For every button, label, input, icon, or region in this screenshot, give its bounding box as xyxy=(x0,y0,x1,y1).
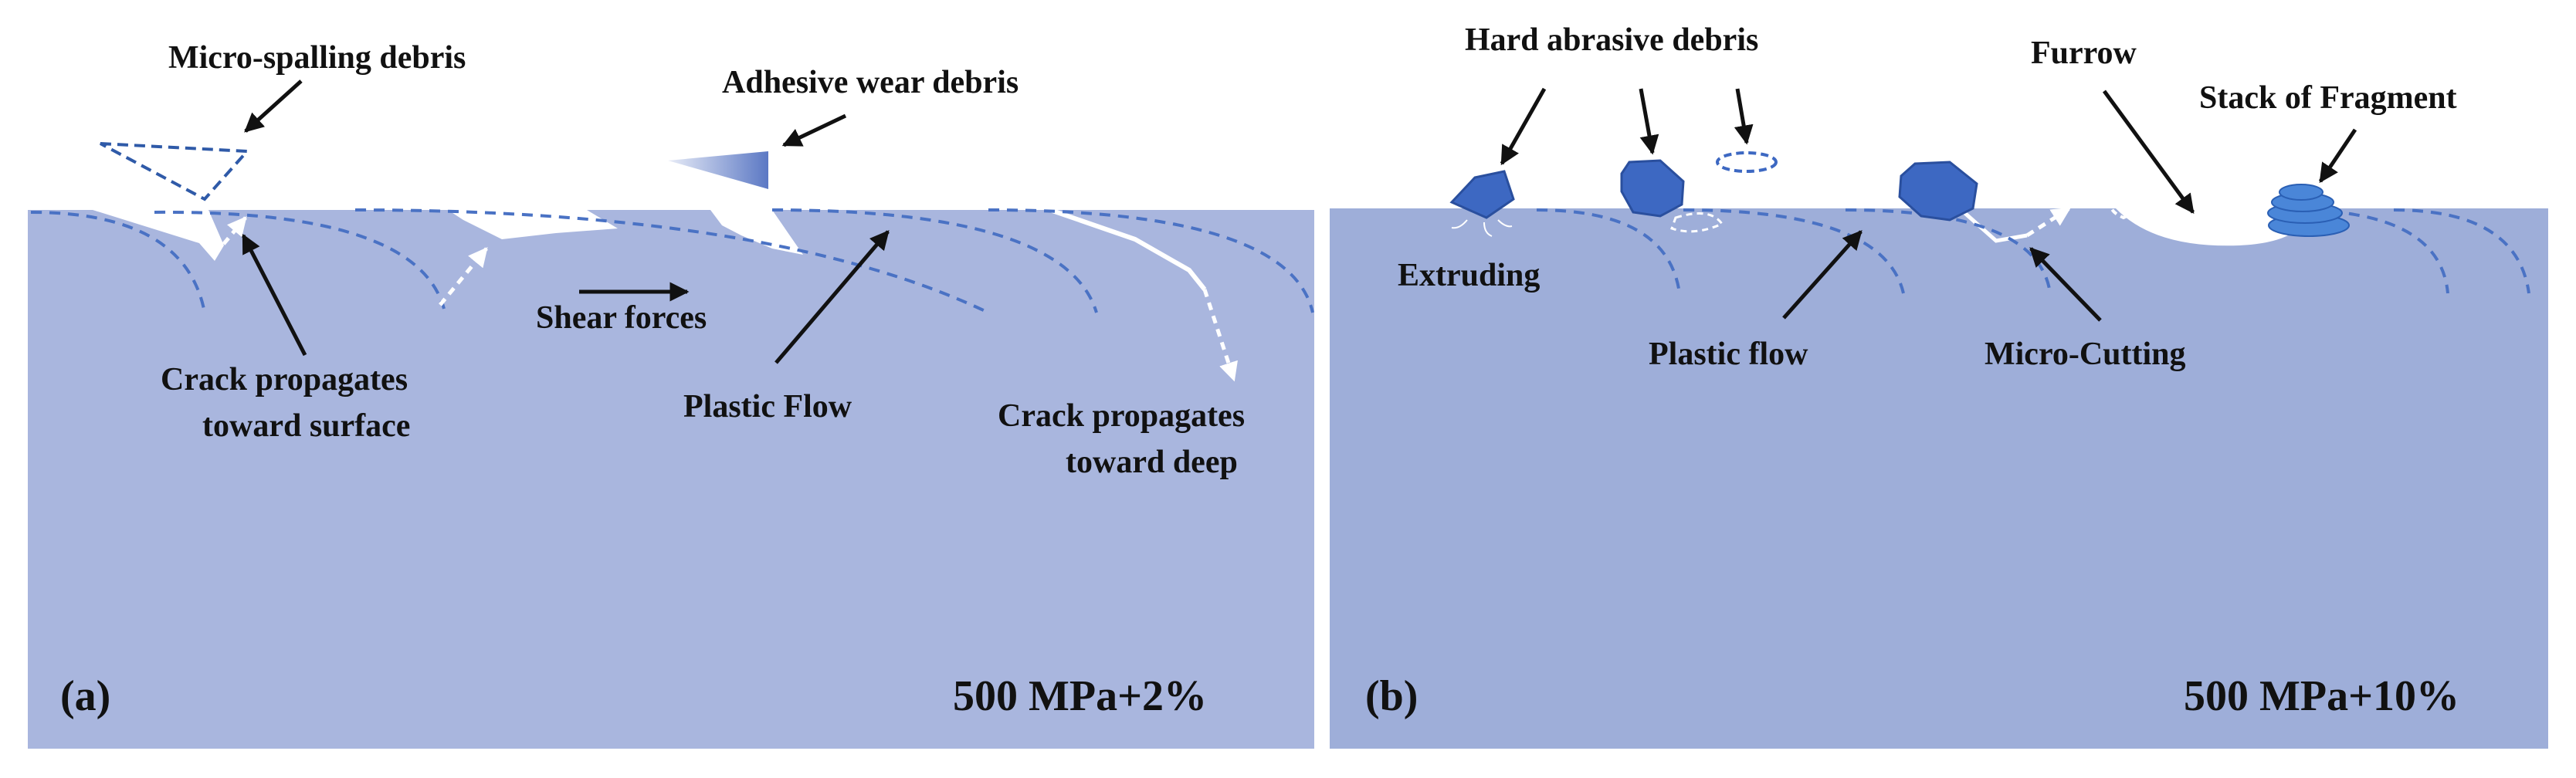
panel-tag: (b) xyxy=(1365,672,1418,720)
abrasive-particle-small-dashed xyxy=(1716,151,1778,173)
furrow-groove xyxy=(2116,208,2309,246)
label-hard-debris: Hard abrasive debris xyxy=(1465,22,1758,58)
label-plastic-flow: Plastic Flow xyxy=(683,389,852,425)
surface-crack xyxy=(93,210,224,261)
condition-label: 500 MPa+10% xyxy=(2184,672,2459,720)
flow-arc xyxy=(2293,208,2449,294)
panel-b-flow-arcs xyxy=(1536,208,2530,294)
abrasive-particle-pentagon xyxy=(1449,170,1515,219)
panel-b-substrate xyxy=(1330,208,2548,749)
dashed-detached-fragment xyxy=(2104,174,2147,220)
arrow-plastic-flow xyxy=(1782,230,1863,320)
adhesive-wear-debris-shape xyxy=(668,151,768,189)
arrow-furrow xyxy=(2102,90,2195,215)
label-extruding: Extruding xyxy=(1398,258,1540,293)
arrow-crack-surface xyxy=(241,233,307,357)
arrow-micro-spalling xyxy=(244,79,303,133)
abrasive-particle-octagon xyxy=(1620,159,1685,218)
arrow-stack xyxy=(2318,128,2357,184)
label-crack-surface-2: toward surface xyxy=(202,408,410,444)
arrow-hard-debris-3 xyxy=(1734,88,1754,145)
panel-a-surface-features xyxy=(93,208,1207,291)
flow-arc xyxy=(1683,208,1905,294)
fragment-stack xyxy=(2267,184,2350,237)
micro-spalling-debris-shape xyxy=(100,142,251,201)
surface-crack xyxy=(448,210,618,239)
label-micro-cutting: Micro-Cutting xyxy=(1985,337,2186,372)
panel-a-flow-arcs xyxy=(30,208,1314,314)
arrow-adhesive xyxy=(781,113,847,147)
flow-arc xyxy=(354,208,989,314)
crack-arrow-deep xyxy=(1202,289,1238,382)
extrusion-lines xyxy=(1451,219,1513,237)
micro-cutting-arrow xyxy=(2025,206,2072,238)
flow-arc xyxy=(771,208,1098,313)
label-crack-surface-1: Crack propagates xyxy=(161,362,408,397)
hard-debris-particles xyxy=(1449,151,1978,222)
arrow-micro-cutting xyxy=(2029,247,2102,322)
flow-arc xyxy=(30,211,206,313)
panel-b-pointer-arrows xyxy=(1500,87,2357,322)
dashed-wear-pocket xyxy=(1670,212,1724,233)
arrow-hard-debris-1 xyxy=(1500,87,1547,166)
label-adhesive: Adhesive wear debris xyxy=(722,65,1019,100)
condition-label: 500 MPa+2% xyxy=(953,672,1207,720)
label-plastic-flow: Plastic flow xyxy=(1649,337,1808,372)
label-furrow: Furrow xyxy=(2031,36,2137,71)
flow-arc xyxy=(2393,208,2530,294)
adhesive-wedge xyxy=(710,210,803,255)
panel-a-crack-arrows xyxy=(213,216,1238,382)
flow-arc xyxy=(1845,208,2052,294)
deep-crack xyxy=(1049,208,1207,291)
flow-arc xyxy=(154,210,446,310)
abrasive-particle-octagon xyxy=(1898,161,1978,222)
extrusion-line xyxy=(1451,219,1468,229)
label-shear: Shear forces xyxy=(536,300,707,336)
panel-a: Micro-spalling debris Adhesive wear debr… xyxy=(28,40,1314,749)
arrow-hard-debris-2 xyxy=(1639,88,1659,155)
arrow-plastic-flow xyxy=(774,230,890,364)
panel-b: Hard abrasive debris Furrow Stack of Fra… xyxy=(1330,22,2548,749)
label-micro-spalling: Micro-spalling debris xyxy=(168,40,466,76)
extrusion-line xyxy=(1497,219,1513,228)
fragment-layer xyxy=(2279,184,2323,201)
crack-arrow-up xyxy=(439,247,488,306)
label-crack-deep-2: toward deep xyxy=(1066,445,1238,480)
panel-a-pointer-arrows xyxy=(241,79,890,364)
label-crack-deep-1: Crack propagates xyxy=(998,398,1245,434)
panel-tag: (a) xyxy=(60,672,110,720)
extrusion-line xyxy=(1483,222,1493,237)
micro-cutting-crack xyxy=(1960,208,2028,243)
label-stack: Stack of Fragment xyxy=(2199,80,2457,116)
flow-arc xyxy=(988,208,1314,313)
